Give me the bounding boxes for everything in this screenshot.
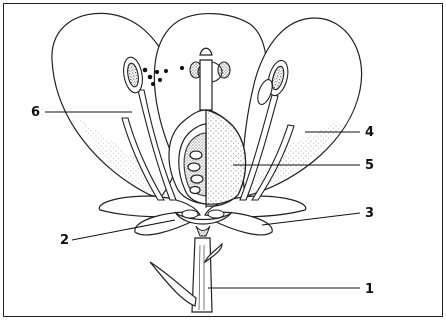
label-1: 1 [365,283,374,296]
label-3: 3 [365,207,374,220]
label-2: 2 [60,234,69,247]
label-4: 4 [365,126,374,139]
label-6: 6 [31,106,40,119]
label-5: 5 [365,159,374,172]
stem [150,238,222,312]
